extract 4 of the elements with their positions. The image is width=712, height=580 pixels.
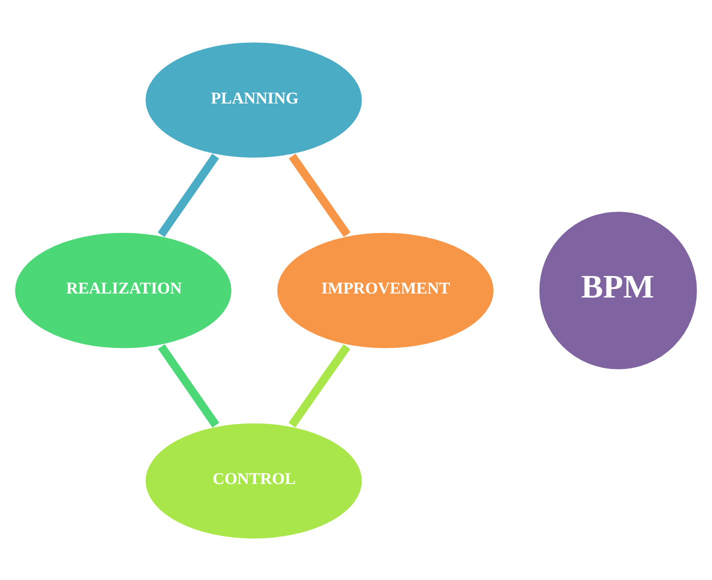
connector	[288, 153, 350, 237]
connector	[158, 153, 220, 237]
connector	[158, 344, 220, 427]
connector	[288, 344, 350, 427]
